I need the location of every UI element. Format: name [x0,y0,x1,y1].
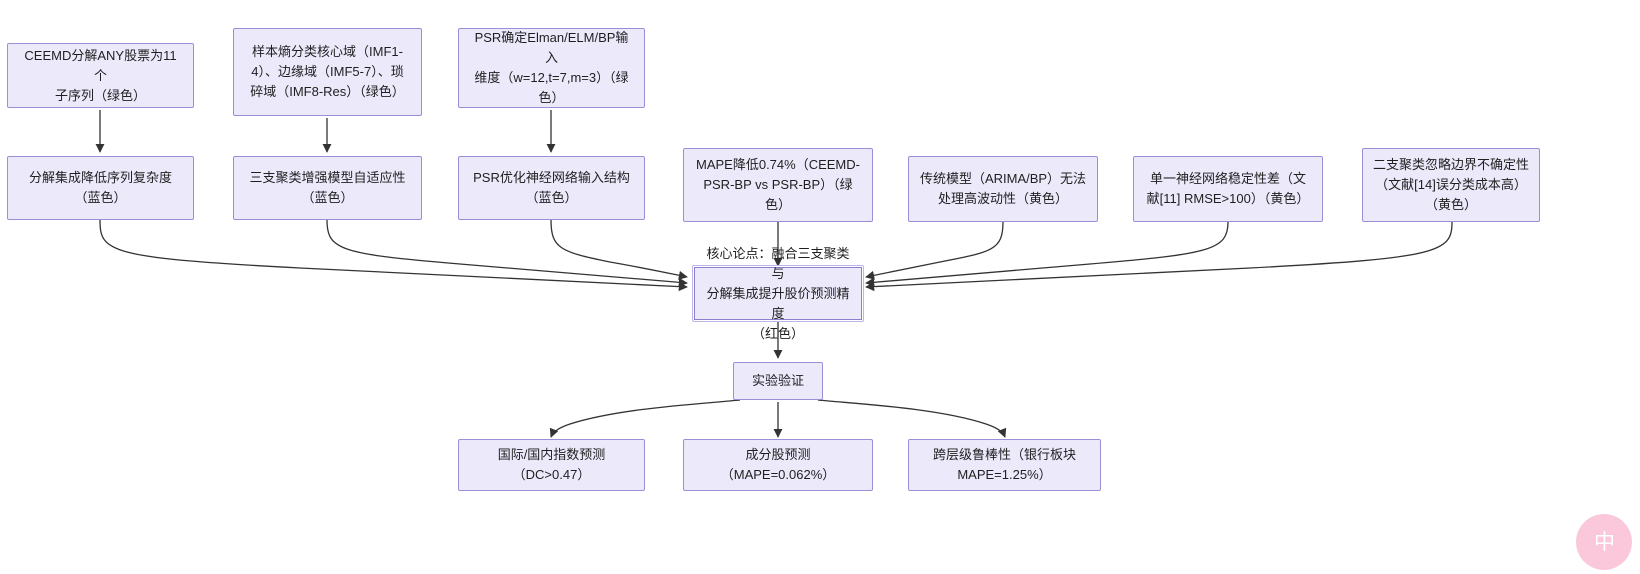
node-decompose-benefit-label: 分解集成降低序列复杂度 （蓝色） [28,170,172,205]
node-psr-dimension[interactable]: PSR确定Elman/ELM/BP输入 维度（w=12,t=7,m=3）（绿 色… [458,28,645,108]
node-mape-evidence[interactable]: MAPE降低0.74%（CEEMD- PSR-BP vs PSR-BP）（绿 色… [683,148,873,222]
node-cross-level-robust[interactable]: 跨层级鲁棒性（银行板块 MAPE=1.25%） [908,439,1101,491]
edge-experiment-to-robust [817,399,1007,438]
node-decompose-benefit[interactable]: 分解集成降低序列复杂度 （蓝色） [7,156,194,220]
node-two-way-limit[interactable]: 二支聚类忽略边界不确定性 （文献[14]误分类成本高） （黄色） [1362,148,1540,222]
node-experiment-label: 实验验证 [751,373,804,388]
node-component-forecast-label: 成分股预测 （MAPE=0.062%） [720,447,836,482]
edge-twoway-to-core [865,221,1453,292]
node-index-forecast[interactable]: 国际/国内指数预测 （DC>0.47） [458,439,645,491]
node-traditional-limit-label: 传统模型（ARIMA/BP）无法 处理高波动性（黄色） [919,171,1087,206]
edge-traditional-to-core [865,221,1004,280]
node-sample-entropy[interactable]: 样本熵分类核心域（IMF1- 4）、边缘域（IMF5-7）、琐 碎域（IMF8-… [233,28,422,116]
node-mape-evidence-label: MAPE降低0.74%（CEEMD- PSR-BP vs PSR-BP）（绿 色… [696,157,860,212]
node-three-way-benefit[interactable]: 三支聚类增强模型自适应性 （蓝色） [233,156,422,220]
node-three-way-benefit-label: 三支聚类增强模型自适应性 （蓝色） [249,170,406,205]
node-sample-entropy-label: 样本熵分类核心域（IMF1- 4）、边缘域（IMF5-7）、琐 碎域（IMF8-… [250,44,405,99]
node-single-nn-limit-label: 单一神经网络稳定性差（文 献[11] RMSE>100）（黄色） [1146,171,1310,206]
node-component-forecast[interactable]: 成分股预测 （MAPE=0.062%） [683,439,873,491]
node-cross-level-robust-label: 跨层级鲁棒性（银行板块 MAPE=1.25%） [932,447,1076,482]
node-two-way-limit-label: 二支聚类忽略边界不确定性 （文献[14]误分类成本高） （黄色） [1373,157,1530,212]
edge-psrbenefit-to-core [550,219,688,280]
node-psr-benefit[interactable]: PSR优化神经网络输入结构 （蓝色） [458,156,645,220]
edge-decompose-to-core [99,219,688,292]
watermark-badge: 中 [1576,514,1632,570]
node-core-claim[interactable]: 核心论点：融合三支聚类与 分解集成提升股价预测精度 （红色） [692,246,864,341]
node-core-claim-label: 核心论点：融合三支聚类与 分解集成提升股价预测精度 （红色） [706,245,850,341]
edge-singlenn-to-core [865,221,1229,287]
node-single-nn-limit[interactable]: 单一神经网络稳定性差（文 献[11] RMSE>100）（黄色） [1133,156,1323,222]
node-experiment[interactable]: 实验验证 [733,362,823,400]
edge-experiment-to-index [549,399,741,438]
node-psr-dimension-label: PSR确定Elman/ELM/BP输入 维度（w=12,t=7,m=3）（绿 色… [474,30,629,105]
node-index-forecast-label: 国际/国内指数预测 （DC>0.47） [497,447,606,482]
edge-threeway-to-core [326,219,688,287]
node-traditional-limit[interactable]: 传统模型（ARIMA/BP）无法 处理高波动性（黄色） [908,156,1098,222]
node-psr-benefit-label: PSR优化神经网络输入结构 （蓝色） [473,170,630,205]
node-ceemd-decompose-label: CEEMD分解ANY股票为11个 子序列（绿色） [24,47,177,103]
node-ceemd-decompose[interactable]: CEEMD分解ANY股票为11个 子序列（绿色） [7,43,194,108]
watermark-text: 中 [1594,530,1615,554]
